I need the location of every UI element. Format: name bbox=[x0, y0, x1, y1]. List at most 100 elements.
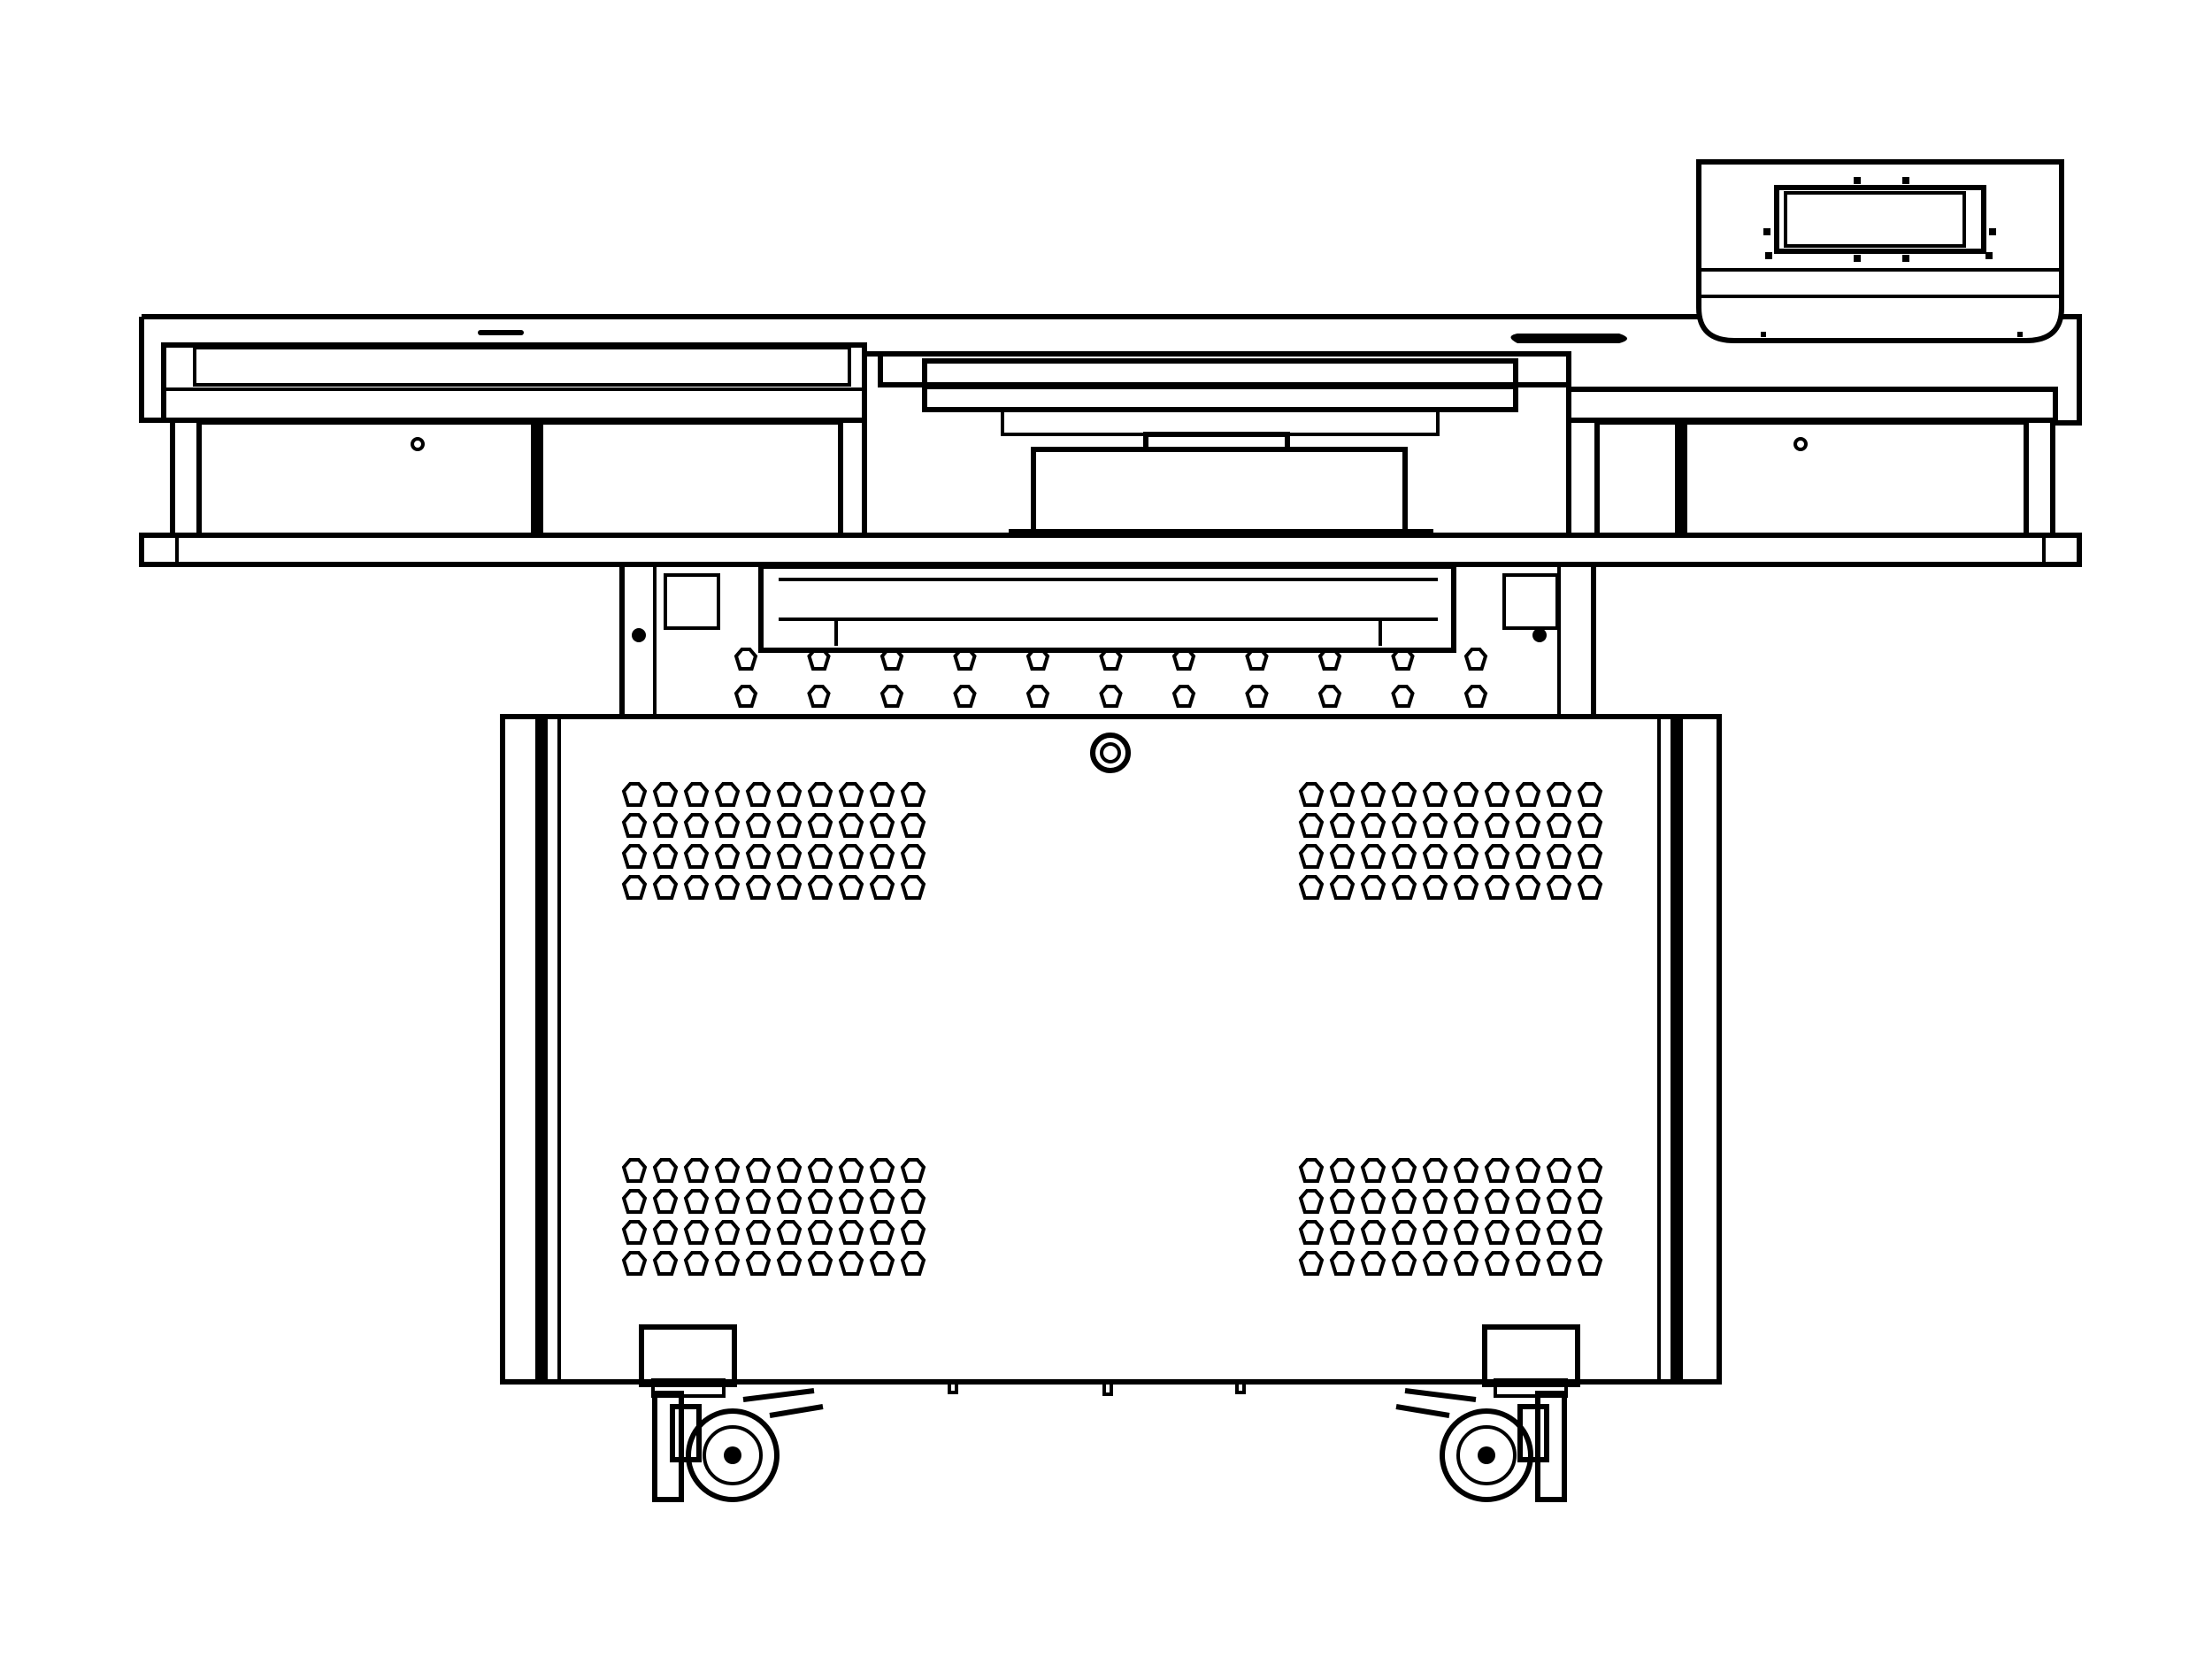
vent-hole bbox=[1546, 875, 1572, 900]
vent-hole bbox=[900, 1220, 926, 1245]
vent-hole bbox=[807, 685, 831, 708]
vent-hole bbox=[953, 648, 977, 671]
vent-hole bbox=[869, 813, 895, 838]
vent-hole bbox=[807, 782, 833, 807]
vent-hole bbox=[1484, 782, 1510, 807]
vent-hole bbox=[1391, 648, 1415, 671]
vent-hole bbox=[869, 782, 895, 807]
vent-hole bbox=[1099, 685, 1123, 708]
vent-hole bbox=[1577, 1189, 1603, 1214]
vent-hole bbox=[838, 1251, 864, 1276]
vent-hole bbox=[652, 1251, 679, 1276]
top-beam bbox=[139, 314, 2082, 426]
vent-hole bbox=[1360, 1220, 1386, 1245]
vent-hole bbox=[1391, 1158, 1417, 1183]
vent-hole bbox=[1391, 1251, 1417, 1276]
vent-hole bbox=[1422, 813, 1448, 838]
vent-hole bbox=[714, 1189, 741, 1214]
vent-hole bbox=[838, 875, 864, 900]
control-panel bbox=[1696, 159, 2064, 343]
vent-hole bbox=[1360, 844, 1386, 869]
vent-hole bbox=[838, 782, 864, 807]
vent-hole bbox=[776, 782, 803, 807]
vent-hole bbox=[807, 648, 831, 671]
vent-hole bbox=[869, 875, 895, 900]
vent-hole bbox=[900, 844, 926, 869]
vent-hole bbox=[1245, 685, 1269, 708]
vent-hole bbox=[1422, 1220, 1448, 1245]
vent-hole bbox=[683, 1220, 710, 1245]
vent-hole bbox=[1360, 813, 1386, 838]
vent-hole bbox=[1453, 782, 1479, 807]
vent-hole bbox=[1245, 648, 1269, 671]
vent-hole bbox=[714, 1158, 741, 1183]
vent-hole bbox=[953, 685, 977, 708]
vent-hole bbox=[652, 1158, 679, 1183]
vent-hole bbox=[776, 844, 803, 869]
vent-hole bbox=[745, 782, 772, 807]
vent-hole bbox=[900, 813, 926, 838]
vent-hole bbox=[1298, 1158, 1325, 1183]
vent-hole bbox=[1484, 813, 1510, 838]
vent-hole bbox=[621, 1220, 648, 1245]
vent-hole bbox=[733, 685, 758, 708]
vent-hole bbox=[1422, 1189, 1448, 1214]
vent-hole bbox=[1329, 1251, 1356, 1276]
vent-hole bbox=[1391, 1220, 1417, 1245]
vent-hole bbox=[1453, 1158, 1479, 1183]
vent-hole bbox=[745, 844, 772, 869]
vent-hole bbox=[621, 844, 648, 869]
vent-hole bbox=[1329, 1189, 1356, 1214]
vent-hole bbox=[745, 1220, 772, 1245]
vent-hole bbox=[900, 782, 926, 807]
vent-hole bbox=[1025, 648, 1050, 671]
vent-hole bbox=[683, 813, 710, 838]
vent-hole bbox=[621, 875, 648, 900]
vent-hole bbox=[900, 1158, 926, 1183]
vent-hole bbox=[1171, 685, 1196, 708]
vent-hole bbox=[776, 1189, 803, 1214]
vent-hole bbox=[683, 782, 710, 807]
vent-hole bbox=[1546, 1158, 1572, 1183]
vent-hole bbox=[1515, 1251, 1541, 1276]
vent-hole bbox=[1546, 1189, 1572, 1214]
vent-hole bbox=[1577, 1220, 1603, 1245]
vent-hole bbox=[1463, 648, 1488, 671]
vent-hole bbox=[1546, 813, 1572, 838]
vent-hole bbox=[838, 1220, 864, 1245]
vent-hole bbox=[1453, 1251, 1479, 1276]
vent-hole bbox=[807, 1220, 833, 1245]
vent-hole bbox=[1329, 1220, 1356, 1245]
vent-hole bbox=[1484, 1251, 1510, 1276]
vent-row-upper bbox=[733, 648, 1488, 671]
vent-hole bbox=[900, 875, 926, 900]
right-side-frame bbox=[1566, 418, 2055, 538]
vent-hole bbox=[1329, 813, 1356, 838]
vent-hole bbox=[1453, 813, 1479, 838]
left-side-frame bbox=[170, 418, 867, 538]
vent-hole bbox=[1298, 813, 1325, 838]
vent-hole bbox=[1453, 1220, 1479, 1245]
vent-hole bbox=[714, 875, 741, 900]
vent-hole bbox=[745, 813, 772, 838]
vent-hole bbox=[776, 1158, 803, 1183]
print-table bbox=[139, 529, 2082, 567]
vent-hole bbox=[714, 1251, 741, 1276]
vent-hole bbox=[1546, 1251, 1572, 1276]
vent-hole bbox=[869, 1158, 895, 1183]
vent-hole bbox=[869, 844, 895, 869]
vent-hole bbox=[1025, 685, 1050, 708]
vent-hole bbox=[1484, 1189, 1510, 1214]
vent-hole bbox=[807, 813, 833, 838]
vent-hole bbox=[1329, 844, 1356, 869]
vent-hole bbox=[745, 1251, 772, 1276]
vent-hole bbox=[714, 813, 741, 838]
vent-hole bbox=[683, 875, 710, 900]
vent-hole bbox=[1515, 1189, 1541, 1214]
vent-hole bbox=[1577, 1251, 1603, 1276]
vent-hole bbox=[869, 1220, 895, 1245]
vent-hole bbox=[1298, 1251, 1325, 1276]
vent-hole bbox=[869, 1189, 895, 1214]
vent-hole bbox=[1422, 844, 1448, 869]
vent-hole bbox=[652, 782, 679, 807]
